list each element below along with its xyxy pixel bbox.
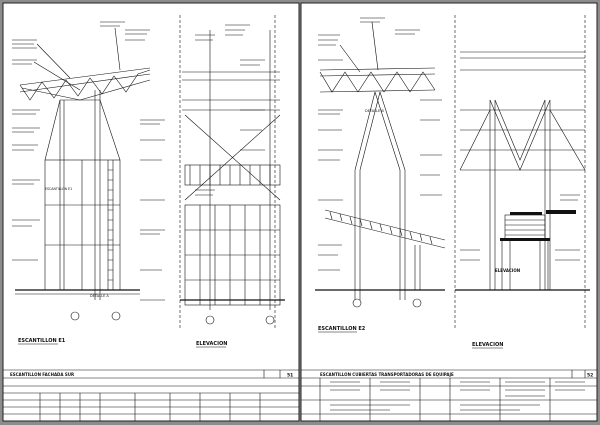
left-section-e1-label: ESCANTILLON E1 <box>18 338 66 344</box>
left-section-mini-label: ESCANTILLON E1 <box>45 187 72 191</box>
left-sheet-drawing <box>12 15 285 330</box>
left-detail-a-label: DETALLE A <box>90 294 109 298</box>
left-title-bar: ESCANTILLON FACHADA SUR <box>10 372 74 377</box>
right-title-bar: ESCANTILLON CUBIERTAS TRANSPORTADORAS DE… <box>320 372 454 377</box>
right-section-e2-label: ESCANTILLON E2 <box>318 326 366 332</box>
beam-fill <box>546 210 576 214</box>
left-elevation-label: ELEVACION <box>196 341 227 347</box>
slab-fill <box>500 238 550 241</box>
left-sheet-number: 51 <box>287 373 293 379</box>
sheet-left <box>2 2 300 422</box>
right-elevation-mini-label: ELEVACION <box>495 268 520 273</box>
left-title-block <box>3 369 299 421</box>
right-sheet-number: 52 <box>587 373 593 379</box>
right-elevation-label: ELEVACION <box>472 342 503 348</box>
right-title-block <box>301 369 597 421</box>
conveyor-fill <box>510 212 542 215</box>
right-detail-b-label: DETALLE B <box>365 109 384 113</box>
right-sheet-drawing <box>315 15 590 330</box>
